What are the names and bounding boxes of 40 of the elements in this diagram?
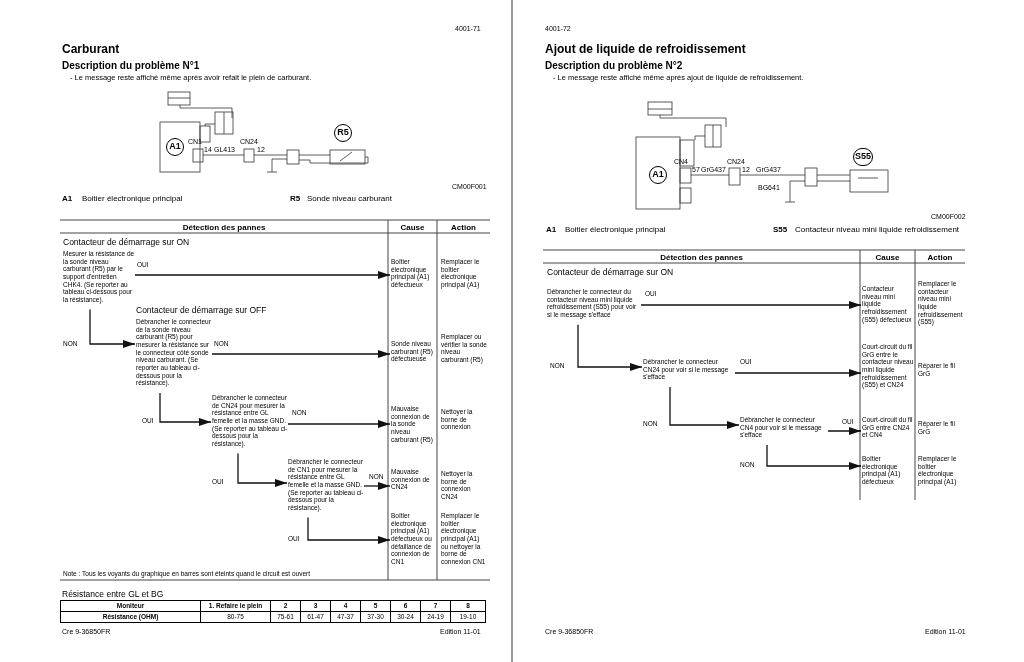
condition-heading: Contacteur de démarrage sur ON (63, 236, 190, 249)
condition-heading: Contacteur de démarrage sur OFF (136, 304, 267, 317)
column-header: Cause (399, 222, 426, 234)
arrow (307, 516, 391, 544)
problem-heading: Description du problème N°2 (545, 59, 683, 73)
arrow (363, 482, 391, 490)
problem-heading: Description du problème N°1 (62, 59, 200, 73)
section-title: Carburant (62, 41, 120, 58)
column-header: Action (926, 252, 954, 264)
arrow (734, 369, 862, 377)
callout-number: R5 (334, 124, 352, 142)
arrow (237, 452, 288, 487)
legend-code: R5 (290, 193, 301, 205)
arrow (669, 386, 740, 429)
legend-text: Boitier électronique principal (565, 224, 666, 236)
column-header: Détection des pannes (659, 252, 744, 264)
arrow (159, 392, 212, 426)
arrow (640, 301, 862, 309)
arrow (211, 350, 391, 358)
arrow (134, 271, 391, 279)
arrow (827, 427, 862, 435)
legend-text: Sonde niveau carburant (307, 193, 392, 205)
legend-text: Boitier électronique principal (82, 193, 183, 205)
arrow (766, 444, 862, 470)
section-title: Ajout de liquide de refroidissement (545, 41, 746, 58)
condition-heading: Contacteur de démarrage sur ON (547, 266, 674, 279)
legend-code: S55 (773, 224, 788, 236)
table-title: Résistance entre GL et BG (62, 588, 164, 601)
column-header: Action (450, 222, 477, 234)
callout-number: A1 (166, 138, 184, 156)
arrow (287, 420, 391, 428)
arrow (89, 308, 136, 348)
legend-text: Contacteur niveau mini liquide refroidissement (795, 224, 960, 236)
column-header: Cause (874, 252, 901, 264)
callout-number: S55 (853, 148, 873, 166)
legend-code: A1 (546, 224, 557, 236)
callout-number: A1 (649, 166, 667, 184)
column-header: Détection des pannes (181, 222, 267, 234)
legend-code: A1 (62, 193, 73, 205)
arrow (577, 324, 643, 371)
